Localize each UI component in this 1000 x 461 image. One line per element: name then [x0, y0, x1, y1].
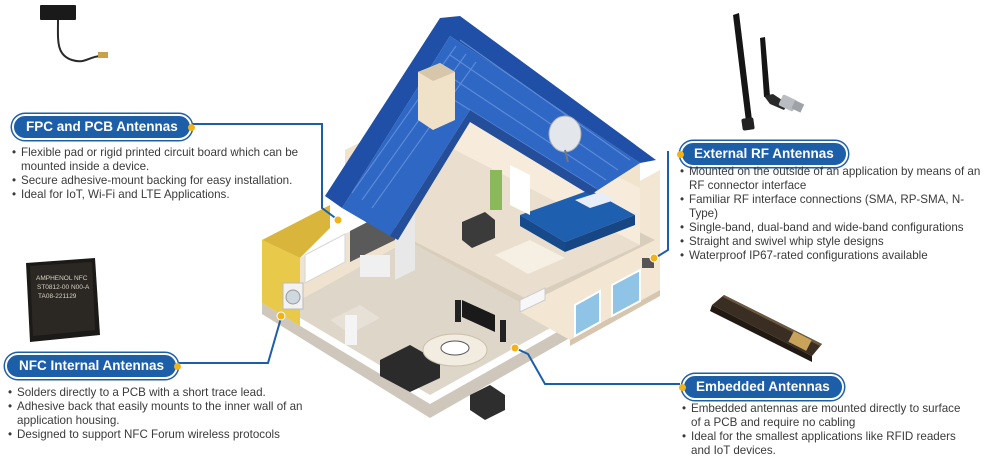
external-bullet-3: Single-band, dual-band and wide-band con…	[680, 221, 992, 235]
nfc-internal-antennas-title: NFC Internal Antennas	[5, 353, 182, 379]
nfc-bullet-3: Designed to support NFC Forum wireless p…	[8, 428, 313, 442]
external-rf-antennas-title: External RF Antennas	[677, 141, 848, 167]
connector-endpoints	[276, 215, 659, 353]
external-rf-antenna-image	[733, 13, 805, 131]
embedded-bullet-2: Ideal for the smallest applications like…	[682, 430, 972, 458]
external-bullet-1: Mounted on the outside of an application…	[680, 165, 992, 193]
house	[262, 16, 660, 420]
external-rf-antennas-title-text: External RF Antennas	[694, 146, 834, 161]
connector-dot-icon	[187, 124, 195, 131]
nfc-internal-antennas-bullets: Solders directly to a PCB with a short t…	[8, 386, 313, 442]
embedded-connector	[514, 347, 680, 385]
embedded-antennas-title: Embedded Antennas	[679, 374, 844, 400]
external-bullet-4: Straight and swivel whip style designs	[680, 235, 992, 249]
nfc-antenna-image: AMPHENOL NFC ST0812-00 N00-A TA08-221129	[26, 258, 100, 342]
external-connector	[654, 151, 669, 259]
fpc-connector	[175, 123, 339, 221]
connector-dot-icon	[174, 363, 182, 370]
connector-dot-icon	[677, 151, 684, 158]
fpc-bullet-1: Flexible pad or rigid printed circuit bo…	[12, 146, 317, 174]
connector-dot-icon	[679, 384, 686, 391]
nfc-bullet-1: Solders directly to a PCB with a short t…	[8, 386, 313, 400]
nfc-bullet-2: Adhesive back that easily mounts to the …	[8, 400, 313, 428]
embedded-antennas-bullets: Embedded antennas are mounted directly t…	[682, 402, 972, 458]
nfc-tag-line-2: ST0812-00 N00-A	[37, 284, 90, 291]
nfc-tag-line-3: TA08-221129	[38, 293, 77, 300]
nfc-internal-antennas-title-text: NFC Internal Antennas	[19, 358, 165, 373]
fpc-antennas-title: FPC and PCB Antennas	[12, 114, 195, 140]
fpc-bullet-3: Ideal for IoT, Wi-Fi and LTE Application…	[12, 188, 317, 202]
fpc-antennas-bullets: Flexible pad or rigid printed circuit bo…	[12, 146, 317, 202]
connector-lines	[170, 123, 680, 385]
embedded-antenna-image	[710, 295, 822, 362]
fpc-antennas-title-text: FPC and PCB Antennas	[26, 119, 178, 134]
fpc-antenna-image	[40, 5, 108, 63]
external-bullet-2: Familiar RF interface connections (SMA, …	[680, 193, 992, 221]
external-rf-antennas-bullets: Mounted on the outside of an application…	[680, 165, 992, 263]
embedded-bullet-1: Embedded antennas are mounted directly t…	[682, 402, 972, 430]
external-bullet-5: Waterproof IP67-rated configurations ava…	[680, 249, 992, 263]
fpc-bullet-2: Secure adhesive-mount backing for easy i…	[12, 174, 317, 188]
embedded-antennas-title-text: Embedded Antennas	[696, 379, 830, 394]
nfc-connector	[170, 317, 282, 364]
nfc-tag-line-1: AMPHENOL NFC	[36, 275, 88, 282]
